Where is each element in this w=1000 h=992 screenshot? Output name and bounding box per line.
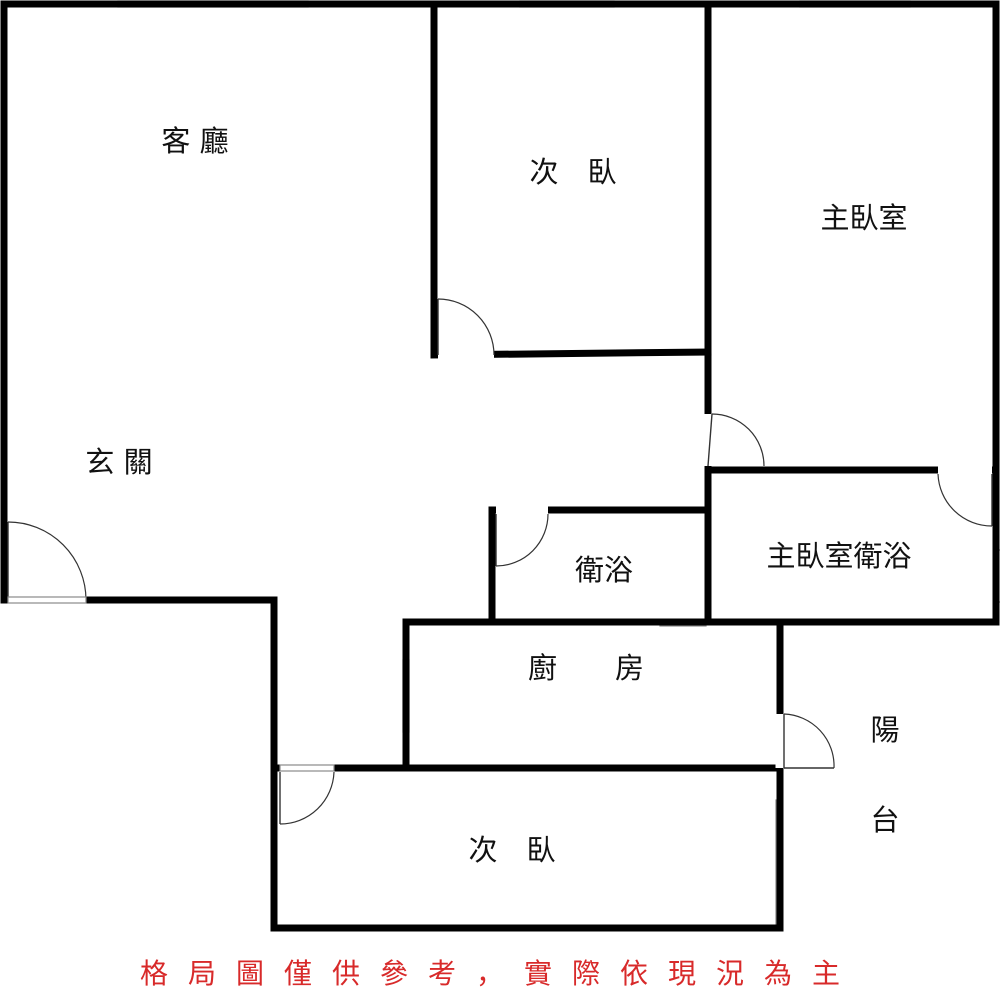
- door-balcony: [775, 713, 835, 769]
- label-bathroom: 衛浴: [575, 553, 633, 587]
- label-balcony-bottom: 台: [870, 803, 899, 837]
- door-entrance: [7, 521, 87, 605]
- label-balcony-top: 陽: [870, 713, 899, 747]
- label-bedroom-top: 次 臥: [529, 155, 616, 189]
- door-bedroom-top: [437, 298, 495, 360]
- label-entrance: 玄 關: [85, 445, 152, 479]
- wall-kitchen: [402, 618, 784, 770]
- windows: [117, 0, 1000, 927]
- walls: [0, 0, 1000, 932]
- door-bedroom-bottom: [279, 763, 335, 825]
- door-bathroom: [495, 505, 549, 567]
- doors: [7, 298, 993, 825]
- disclaimer-text: 格局圖僅供參考，實際依現況為主: [139, 957, 860, 990]
- label-kitchen: 廚 房: [528, 651, 644, 685]
- wall-bedroom-top: [430, 0, 712, 359]
- label-master-bathroom: 主臥室衛浴: [766, 539, 911, 573]
- outer-wall: [0, 0, 1000, 932]
- label-living-room: 客 廳: [161, 124, 228, 158]
- door-master-bedroom: [703, 413, 765, 467]
- label-bedroom-bottom: 次 臥: [468, 833, 555, 867]
- door-master-bath: [937, 465, 993, 527]
- label-master-bedroom: 主臥室: [820, 201, 907, 235]
- room-labels: 客 廳 次 臥 主臥室 玄 關 衛浴 主臥室衛浴 廚 房 陽 台 次 臥: [85, 124, 911, 867]
- wall-bathroom: [488, 506, 712, 626]
